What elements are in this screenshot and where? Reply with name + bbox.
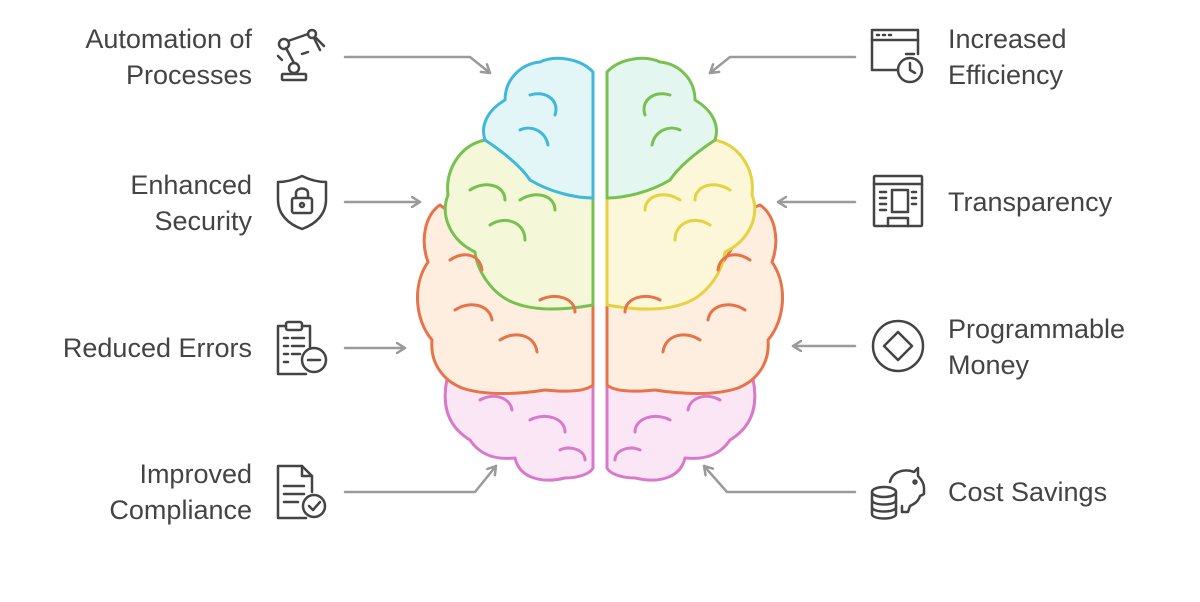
brain-right-green-lobe: [605, 56, 718, 200]
feature-label-line: Increased: [948, 24, 1067, 54]
document-check-icon: [272, 462, 332, 522]
arrow-cost: [702, 464, 857, 494]
feature-automation-of-processes: Automation of Processes: [85, 21, 252, 93]
feature-label-line: Efficiency: [948, 60, 1064, 90]
arrow-compliance: [343, 464, 498, 494]
browser-timer-icon: [868, 26, 928, 86]
feature-label-line: Security: [154, 206, 252, 236]
feature-label-line: Reduced Errors: [62, 333, 252, 363]
feature-improved-compliance: Improved Compliance: [109, 456, 252, 528]
feature-programmable-money: Programmable Money: [948, 311, 1125, 383]
shield-lock-icon: [272, 172, 332, 232]
feature-label-line: Processes: [125, 60, 252, 90]
feature-label-line: Compliance: [109, 495, 252, 525]
brain-right-pink-lobe: [605, 366, 757, 482]
feature-transparency: Transparency: [948, 184, 1112, 220]
feature-increased-efficiency: Increased Efficiency: [948, 21, 1067, 93]
feature-label-line: Cost Savings: [948, 477, 1108, 507]
piggy-bank-coins-icon: [868, 462, 928, 522]
feature-label-line: Enhanced: [130, 170, 252, 200]
feature-label-line: Automation of: [85, 24, 252, 54]
arrow-efficiency: [708, 55, 857, 75]
feature-reduced-errors: Reduced Errors: [63, 330, 252, 366]
brain-left-pink-lobe: [443, 366, 595, 482]
feature-label-line: Money: [948, 350, 1030, 380]
brain-left-hemisphere: [416, 56, 595, 482]
feature-cost-savings: Cost Savings: [948, 474, 1107, 510]
building-icon: [868, 172, 928, 232]
brain-right-hemisphere: [605, 56, 784, 482]
feature-label-line: Transparency: [948, 187, 1113, 217]
feature-label-line: Improved: [139, 459, 252, 489]
robot-arm-icon: [272, 26, 332, 86]
brain-left-blue-lobe: [482, 56, 595, 200]
feature-enhanced-security: Enhanced Security: [130, 167, 252, 239]
clipboard-minus-icon: [272, 318, 332, 378]
feature-label-line: Programmable: [948, 314, 1126, 344]
arrow-automation: [343, 55, 492, 75]
diamond-circle-icon: [868, 316, 928, 376]
